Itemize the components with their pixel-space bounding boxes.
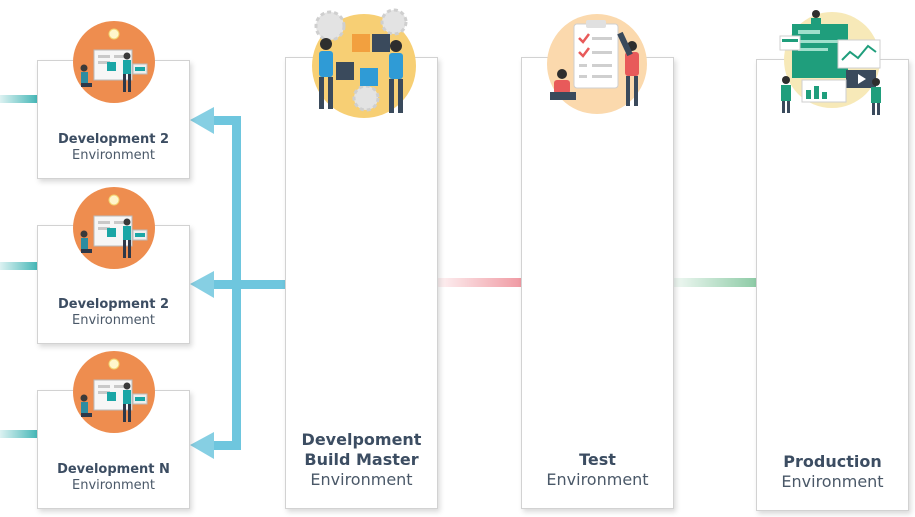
- developer-illustration-icon: [72, 186, 156, 270]
- checklist-test-icon: [544, 12, 650, 116]
- dev-env-title: Development 2: [58, 131, 169, 147]
- stage-title: Test: [579, 450, 616, 469]
- production-env-box: Production Environment: [756, 59, 909, 511]
- build-master-env-box: Develpoment Build Master Environment: [285, 57, 438, 509]
- puzzle-team-icon: [302, 4, 420, 120]
- dev-env-subtitle: Environment: [71, 477, 155, 493]
- test-env-box: Test Environment: [521, 57, 674, 509]
- dev-env-title: Development 2: [58, 296, 169, 312]
- developer-illustration-icon: [72, 350, 156, 434]
- stage-title: Develpoment: [301, 430, 422, 449]
- dev-env-subtitle: Environment: [71, 147, 155, 163]
- dev-env-subtitle: Environment: [71, 312, 155, 328]
- stage-subtitle: Environment: [310, 470, 413, 489]
- stage-title: Production: [783, 452, 882, 471]
- dev-env-title: Development N: [57, 461, 170, 477]
- stage-subtitle: Environment: [546, 470, 649, 489]
- dashboard-production-icon: [776, 10, 888, 118]
- stage-subtitle: Environment: [781, 472, 884, 491]
- stage-title-line2: Build Master: [304, 450, 419, 469]
- developer-illustration-icon: [72, 20, 156, 104]
